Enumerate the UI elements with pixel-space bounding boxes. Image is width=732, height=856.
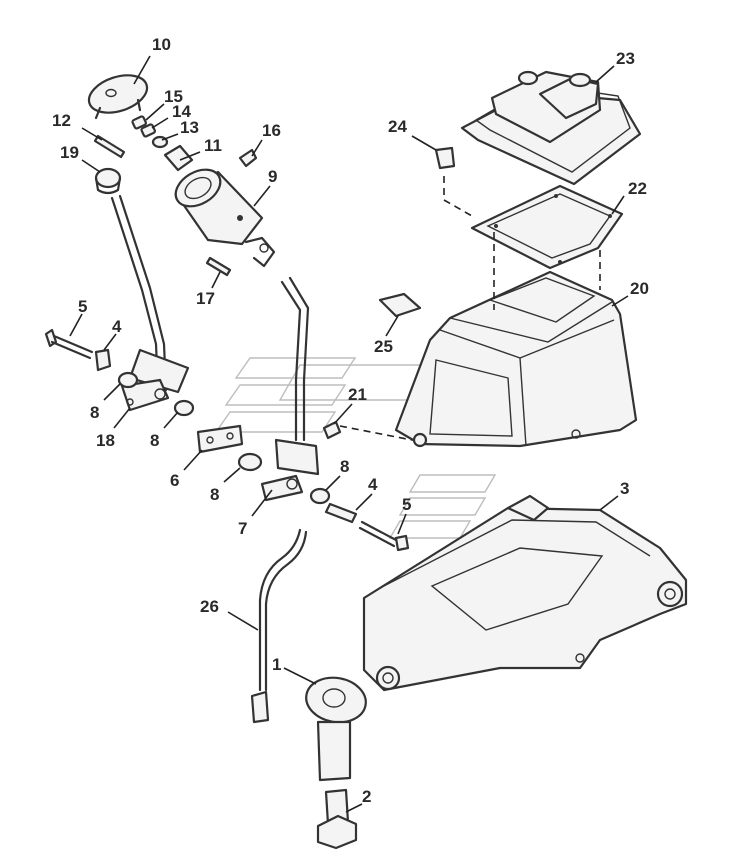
- part-21-screw: [322, 420, 342, 440]
- part-12-pin: [93, 134, 126, 159]
- callout-4-right: 4: [368, 475, 378, 494]
- callout-3: 3: [620, 479, 629, 498]
- callout-7: 7: [238, 519, 247, 538]
- part-23-rubber-boot: [460, 70, 642, 186]
- part-22-gasket: [470, 184, 624, 270]
- callout-11: 11: [204, 136, 222, 155]
- callout-8-left: 8: [90, 403, 99, 422]
- part-19-lever-knob: [94, 167, 122, 195]
- part-26-cable: [250, 528, 308, 724]
- parts-8-bushings: [117, 371, 331, 505]
- callout-8-lower: 8: [210, 485, 219, 504]
- callout-10: 10: [152, 35, 171, 54]
- callout-26: 26: [200, 597, 219, 616]
- part-10-knob-cap: [87, 74, 149, 120]
- part-17-roll-pin: [205, 256, 232, 277]
- parts-13-14-15-hardware: [131, 115, 194, 172]
- part-25-clip: [378, 292, 422, 318]
- callout-9: 9: [268, 167, 277, 186]
- callout-4-left: 4: [112, 317, 122, 336]
- callout-25: 25: [374, 337, 393, 356]
- callout-2: 2: [362, 787, 371, 806]
- callout-13: 13: [180, 118, 199, 137]
- parts-4-5-left-bolt: [44, 328, 112, 372]
- callout-1: 1: [272, 655, 281, 674]
- callout-18: 18: [96, 431, 115, 450]
- callout-12: 12: [52, 111, 71, 130]
- part-2-bolt: [316, 788, 358, 850]
- callout-19: 19: [60, 143, 79, 162]
- callout-15: 15: [164, 87, 183, 106]
- callout-labels: 10 15 14 13 12 16 11 19 9 17 5 4 8 18 8 …: [52, 35, 649, 806]
- callout-8-right: 8: [340, 457, 349, 476]
- part-7-right-lever: [260, 276, 320, 502]
- callout-6: 6: [170, 471, 179, 490]
- part-20-console-housing: [394, 270, 638, 448]
- callout-5-left: 5: [78, 297, 87, 316]
- part-16-screw: [238, 148, 258, 168]
- callout-23: 23: [616, 49, 635, 68]
- leader-lines: [69, 55, 629, 813]
- callout-5-right: 5: [402, 495, 411, 514]
- callout-8-middle: 8: [150, 431, 159, 450]
- callout-16: 16: [262, 121, 281, 140]
- part-9-cylinder-housing: [174, 168, 276, 268]
- callout-22: 22: [628, 179, 647, 198]
- part-18-left-lever: [110, 194, 190, 412]
- callout-14: 14: [172, 102, 191, 121]
- parts-4-5-right-bolt: [324, 502, 410, 552]
- part-1-rod-end: [305, 676, 367, 782]
- callout-17: 17: [196, 289, 215, 308]
- part-24-bolt: [434, 146, 456, 170]
- part-3-base-mount: [362, 494, 688, 692]
- callout-21: 21: [348, 385, 367, 404]
- assembly-lines: [339, 176, 601, 441]
- callout-20: 20: [630, 279, 649, 298]
- part-6-plate: [196, 424, 244, 454]
- callout-24: 24: [388, 117, 407, 136]
